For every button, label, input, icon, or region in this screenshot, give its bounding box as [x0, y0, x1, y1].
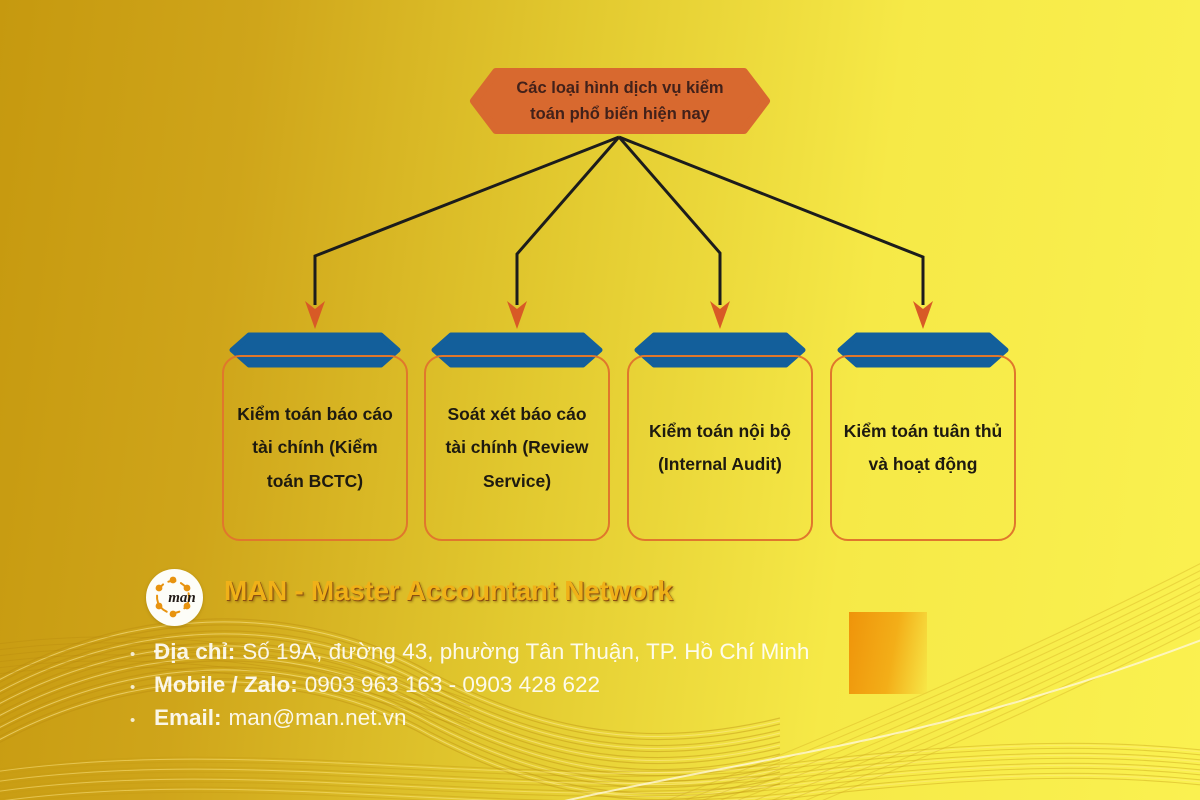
diagram-title: Các loại hình dịch vụ kiểm toán phổ biến… [516, 78, 724, 123]
card-compliance-audit: Kiểm toán tuân thủ và hoạt động [830, 355, 1016, 541]
contact-row-email: • Email: man@man.net.vn [130, 705, 990, 738]
arrowhead-icons [305, 301, 933, 329]
card-internal-audit: Kiểm toán nội bộ (Internal Audit) [627, 355, 813, 541]
phone-label: Mobile / Zalo: [154, 672, 298, 697]
contact-row-address: • Địa chỉ: Số 19A, đường 43, phường Tân … [130, 639, 990, 672]
email-label: Email: [154, 705, 222, 730]
email-value: man@man.net.vn [228, 705, 407, 730]
brand-title: MAN - Master Accountant Network [224, 575, 673, 606]
bullet-icon: • [130, 646, 136, 663]
address-value: Số 19A, đường 43, phường Tân Thuận, TP. … [242, 639, 810, 664]
contact-info: • Địa chỉ: Số 19A, đường 43, phường Tân … [130, 639, 990, 738]
man-logo: man [146, 569, 203, 626]
card-review-service: Soát xét báo cáo tài chính (Review Servi… [424, 355, 610, 541]
card-label: Kiểm toán nội bộ (Internal Audit) [649, 420, 791, 474]
card-label: Kiểm toán báo cáo tài chính (Kiểm toán B… [237, 404, 393, 491]
address-label: Địa chỉ: [154, 639, 236, 664]
connector-lines [313, 135, 925, 305]
card-financial-audit: Kiểm toán báo cáo tài chính (Kiểm toán B… [222, 355, 408, 541]
contact-row-phone: • Mobile / Zalo: 0903 963 163 - 0903 428… [130, 672, 990, 705]
logo-people-ring-icon: man [155, 576, 196, 618]
card-label: Soát xét báo cáo tài chính (Review Servi… [445, 404, 589, 491]
bullet-icon: • [130, 679, 136, 696]
svg-text:man: man [168, 590, 196, 606]
bullet-icon: • [130, 712, 136, 729]
card-label: Kiểm toán tuân thủ và hoạt động [843, 420, 1003, 474]
phone-value: 0903 963 163 - 0903 428 622 [304, 672, 601, 697]
